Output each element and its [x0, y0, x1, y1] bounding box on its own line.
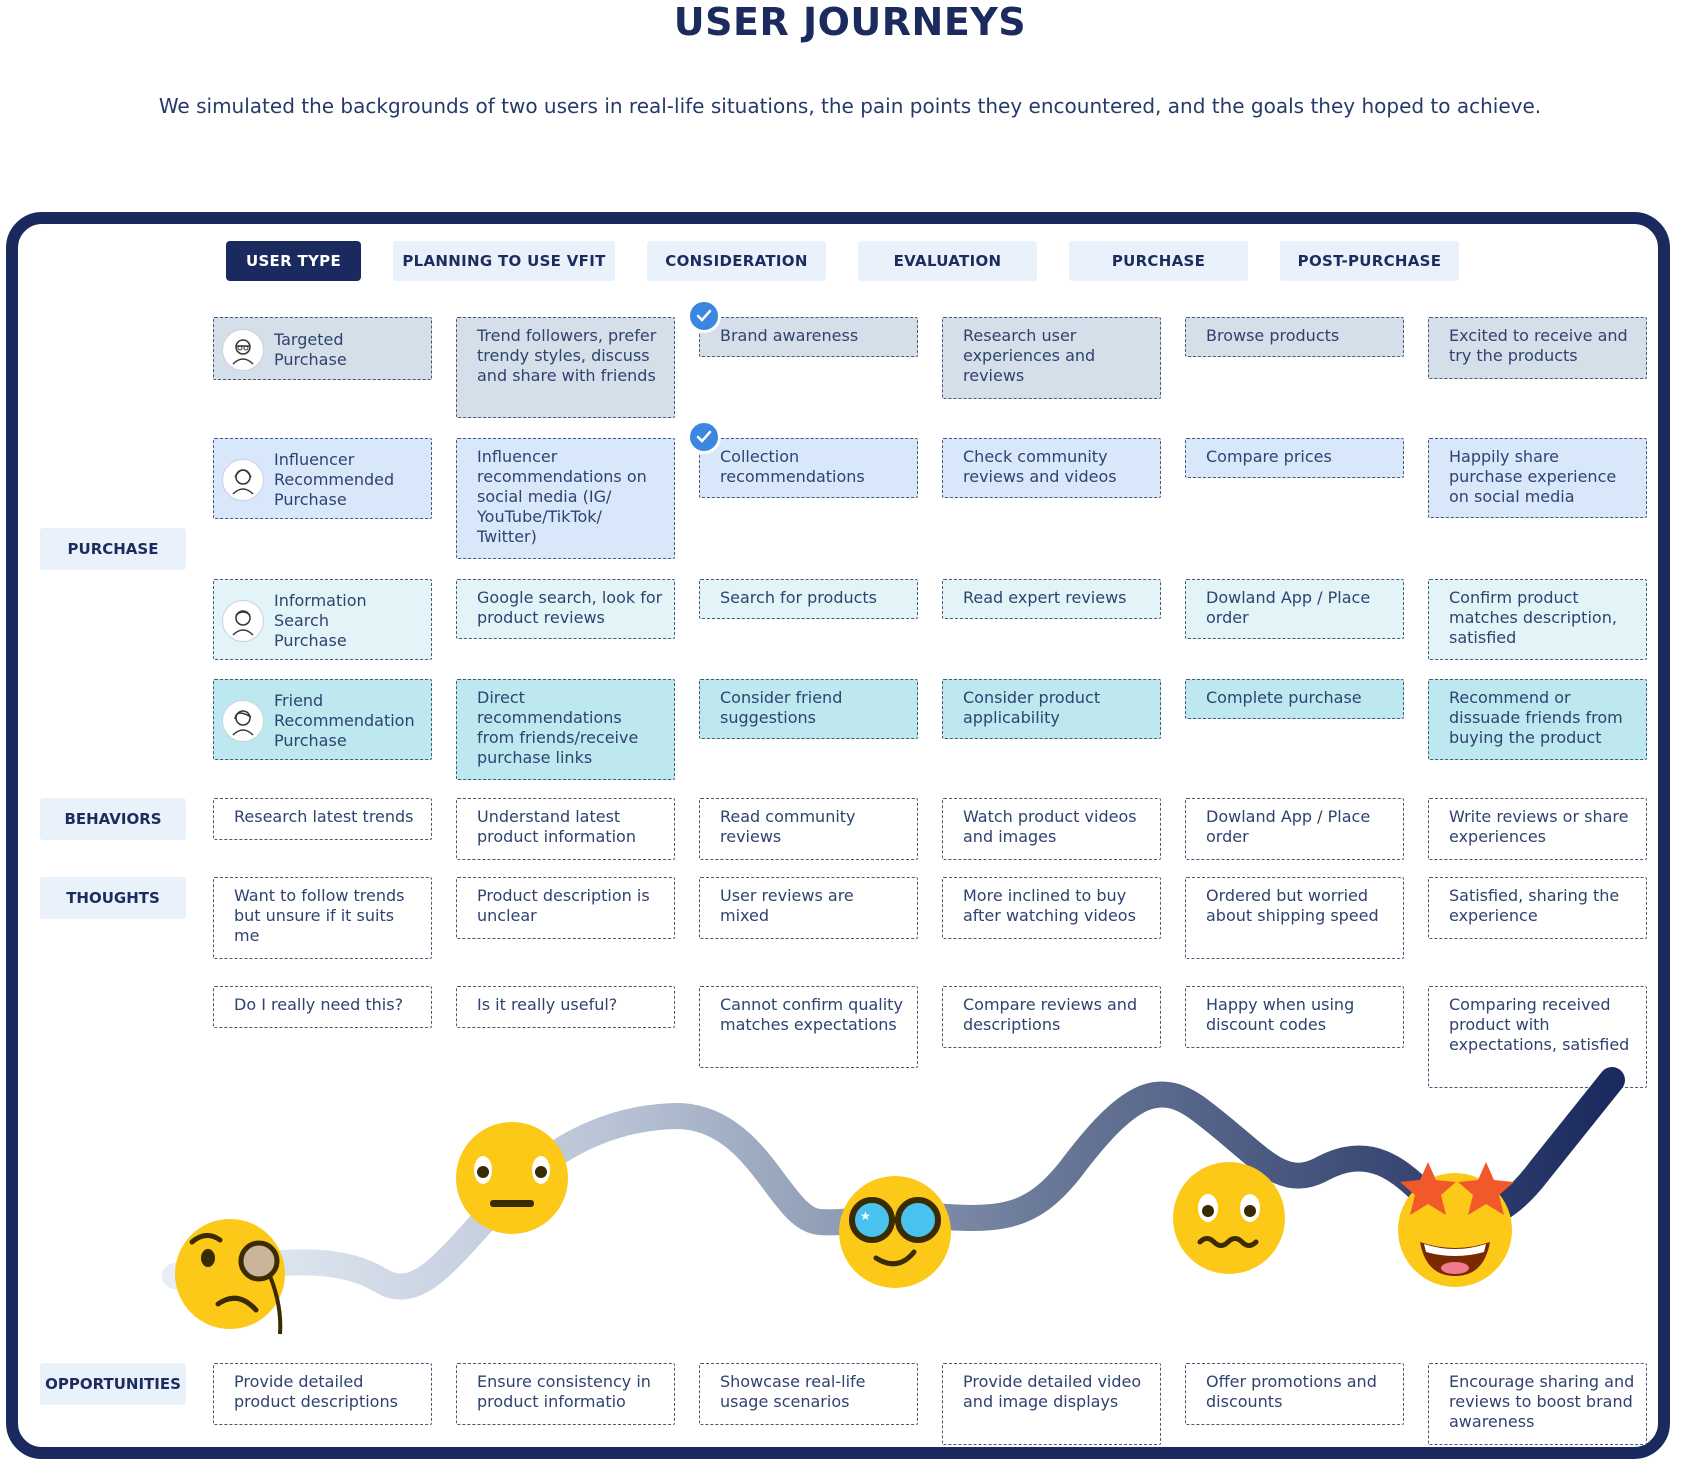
emoji-thinking-monocle-icon: [175, 1219, 285, 1335]
row-label-purchase: PURCHASE: [40, 528, 186, 570]
thought-cell: Is it really useful?: [456, 986, 675, 1028]
consideration-cell: Search for products: [699, 579, 918, 619]
opportunity-cell: Encourage sharing and reviews to boost b…: [1428, 1363, 1647, 1445]
opportunity-cell: Provide detailed video and image display…: [942, 1363, 1161, 1445]
user-type-targeted: Targeted Purchase: [213, 317, 432, 380]
emoji-cool-glasses-icon: ★: [839, 1176, 951, 1288]
consideration-cell: Collection recommendations: [699, 438, 918, 498]
opportunity-cell: Ensure consistency in product informatio: [456, 1363, 675, 1425]
evaluation-cell: Consider product applicability: [942, 679, 1161, 739]
check-icon: [687, 299, 721, 333]
check-icon: [687, 420, 721, 454]
row-label-behaviors: BEHAVIORS: [40, 798, 186, 840]
avatar-info-search-icon: [222, 599, 264, 642]
purchase-cell: Dowland App / Place order: [1185, 579, 1404, 639]
user-type-info-search: Information Search Purchase: [213, 579, 432, 660]
thought-cell: Do I really need this?: [213, 986, 432, 1028]
planning-cell: Direct recommendations from friends/rece…: [456, 679, 675, 780]
avatar-friend-icon: [222, 699, 264, 742]
user-type-influencer: Influencer Recommended Purchase: [213, 438, 432, 519]
page-title: USER JOURNEYS: [673, 0, 1027, 44]
planning-cell: Influencer recommendations on social med…: [456, 438, 675, 559]
evaluation-cell: Research user experiences and reviews: [942, 317, 1161, 399]
planning-cell: Google search, look for product reviews: [456, 579, 675, 639]
thought-cell: Happy when using discount codes: [1185, 986, 1404, 1048]
thought-cell: Cannot confirm quality matches expectati…: [699, 986, 918, 1068]
row-label-thoughts: THOUGHTS: [40, 877, 186, 919]
avatar-targeted-icon: [222, 328, 264, 371]
tab-post-purchase: POST-PURCHASE: [1280, 241, 1459, 281]
behavior-cell: Watch product videos and images: [942, 798, 1161, 860]
thought-cell: Compare reviews and descriptions: [942, 986, 1161, 1048]
row-label-opportunities: OPPORTUNITIES: [40, 1363, 186, 1405]
opportunity-cell: Showcase real-life usage scenarios: [699, 1363, 918, 1425]
emotion-curve: ★: [162, 1067, 1625, 1335]
svg-text:★: ★: [860, 1209, 871, 1223]
user-type-label: Information Search Purchase: [274, 590, 367, 650]
post-purchase-cell: Recommend or dissuade friends from buyin…: [1428, 679, 1647, 760]
tab-evaluation: EVALUATION: [858, 241, 1037, 281]
user-type-label: Influencer Recommended Purchase: [274, 449, 395, 509]
evaluation-cell: Read expert reviews: [942, 579, 1161, 619]
post-purchase-cell: Happily share purchase experience on soc…: [1428, 438, 1647, 518]
tab-planning: PLANNING TO USE VFIT: [393, 241, 615, 281]
thought-cell: More inclined to buy after watching vide…: [942, 877, 1161, 939]
tab-user-type: USER TYPE: [226, 241, 361, 281]
behavior-cell: Dowland App / Place order: [1185, 798, 1404, 860]
opportunity-cell: Offer promotions and discounts: [1185, 1363, 1404, 1425]
thought-cell: Want to follow trends but unsure if it s…: [213, 877, 432, 959]
purchase-cell: Browse products: [1185, 317, 1404, 357]
behavior-cell: Read community reviews: [699, 798, 918, 860]
avatar-influencer-icon: [222, 458, 264, 501]
purchase-cell: Compare prices: [1185, 438, 1404, 478]
post-purchase-cell: Excited to receive and try the products: [1428, 317, 1647, 379]
thought-cell: User reviews are mixed: [699, 877, 918, 939]
post-purchase-cell: Confirm product matches description, sat…: [1428, 579, 1647, 660]
consideration-cell: Consider friend suggestions: [699, 679, 918, 739]
page-subtitle: We simulated the backgrounds of two user…: [158, 94, 1542, 118]
emoji-neutral-icon: [456, 1122, 568, 1234]
purchase-cell: Complete purchase: [1185, 679, 1404, 719]
tab-purchase: PURCHASE: [1069, 241, 1248, 281]
opportunity-cell: Provide detailed product descriptions: [213, 1363, 432, 1425]
consideration-cell: Brand awareness: [699, 317, 918, 357]
thought-cell: Satisfied, sharing the experience: [1428, 877, 1647, 939]
thought-cell: Product description is unclear: [456, 877, 675, 939]
behavior-cell: Write reviews or share experiences: [1428, 798, 1647, 860]
emoji-star-struck-icon: [1398, 1162, 1514, 1287]
user-type-label: Targeted Purchase: [274, 329, 347, 369]
behavior-cell: Understand latest product information: [456, 798, 675, 860]
evaluation-cell: Check community reviews and videos: [942, 438, 1161, 498]
user-type-label: Friend Recommendation Purchase: [274, 690, 415, 750]
planning-cell: Trend followers, prefer trendy styles, d…: [456, 317, 675, 418]
emoji-worried-icon: [1173, 1162, 1285, 1274]
user-type-friend: Friend Recommendation Purchase: [213, 679, 432, 760]
thought-cell: Ordered but worried about shipping speed: [1185, 877, 1404, 959]
tab-consideration: CONSIDERATION: [647, 241, 826, 281]
behavior-cell: Research latest trends: [213, 798, 432, 840]
